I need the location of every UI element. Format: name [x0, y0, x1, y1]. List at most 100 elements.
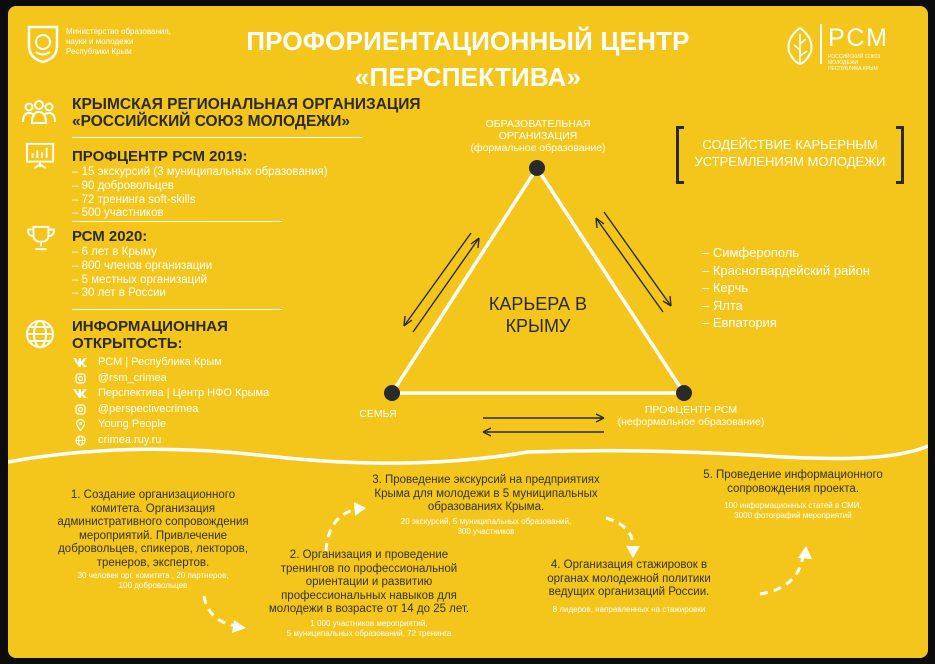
city-item: – Ялта — [702, 297, 743, 313]
step-text: органах молодежной политики — [547, 572, 711, 585]
step-text: образованиях Крыма. — [427, 501, 545, 513]
triangle-outline — [390, 166, 686, 395]
career-box-line: УСТРЕМЛЕНИЯМ МОЛОДЕЖИ — [694, 154, 886, 169]
page-title-line2: «ПЕРСПЕКТИВА» — [354, 62, 582, 92]
social-link-text: РСМ | Республика Крым — [98, 356, 222, 368]
list-item: – 6 лет в Крыму — [72, 246, 157, 258]
location-pin-icon — [72, 418, 88, 431]
list-item: – 30 лет в России — [72, 287, 166, 300]
social-link-text: @rsm_crimea — [98, 371, 167, 384]
right-node-label: ПРОФЦЕНТР РСМ — [644, 404, 738, 416]
list-item: – 72 тренинга soft-skills — [72, 193, 196, 206]
city-item: – Керчь — [702, 280, 749, 295]
step-text: ведущих организаций России. — [548, 586, 710, 598]
rsm-logo: РСМ РОССИЙСКИЙ СОЮЗ МОЛОДЕЖИ РЕСПУБЛИКА … — [784, 24, 914, 72]
info-title-line2: ОТКРЫТОСТЬ: — [72, 335, 183, 352]
process-step-3: 3. Проведение экскурсий на предприятиях … — [356, 474, 616, 537]
process-step-4: 4. Организация стажировок в органах моло… — [524, 559, 734, 615]
step-note: 3000 фотографий мероприятий — [734, 511, 852, 520]
city-item: – Симферополь — [702, 245, 800, 260]
social-link[interactable]: Перспектива | Центр НФО Крыма — [72, 386, 312, 402]
list-item: – 90 добровольцев — [72, 179, 174, 192]
wave-divider — [8, 444, 928, 465]
step-text: 4. Организация стажировок в — [550, 559, 708, 571]
step-text: 3. Проведение экскурсий на предприятиях — [372, 474, 600, 486]
step-text: ориентации и развитию — [305, 576, 433, 588]
city-item: – Евпатория — [702, 315, 777, 330]
step-text: тренеров, экспертов. — [96, 556, 210, 569]
social-link[interactable]: @perspectivecrimea — [72, 402, 312, 418]
vk-icon — [72, 389, 88, 399]
step-note: 5 муниципальных образований, 72 тренинга — [286, 628, 452, 638]
process-step-2: 2. Организация и проведение тренингов по… — [254, 549, 484, 639]
step-note: 30 человек орг. комитета , 20 партнеров, — [77, 571, 229, 580]
social-link-text: crimea.ruy.ru — [98, 433, 162, 446]
vk-icon — [72, 358, 88, 368]
step-note: 1 000 участников мероприятий, — [310, 618, 428, 628]
social-link-text: Перспектива | Центр НФО Крыма — [98, 387, 270, 399]
triangle-node-right — [676, 385, 692, 401]
birch-leaf-icon — [787, 26, 813, 66]
divider — [72, 221, 282, 222]
rsm-logo-sub: РЕСПУБЛИКА КРЫМ — [828, 66, 878, 72]
center-title: КАРЬЕРА В — [488, 294, 588, 314]
profcenter2019-title: ПРОФЦЕНТР РСМ 2019: — [72, 148, 248, 165]
ministry-line: Республики Крым — [66, 47, 132, 56]
list-item: – 15 экскурсий (3 муниципальных образова… — [72, 166, 328, 178]
step-text: добровольцев, спикеров, лекторов, — [58, 543, 248, 555]
step-text: сопровождения проекта. — [727, 482, 859, 495]
ministry-line: Министерство образования, — [66, 27, 171, 36]
social-links: РСМ | Республика Крым @rsm_crimea Перспе… — [72, 355, 312, 448]
rsm-logo-text: РСМ — [828, 24, 889, 52]
triangle-node-top — [529, 160, 545, 176]
ministry-line: науки и молодежи — [66, 37, 134, 46]
social-link[interactable]: РСМ | Республика Крым — [72, 355, 312, 371]
list-item: – 800 членов организации — [72, 259, 213, 272]
center-title: КРЫМУ — [505, 316, 571, 336]
list-item: – 5 местных организаций — [72, 273, 208, 286]
rsm2020-title: РСМ 2020: — [72, 228, 148, 245]
org-title-line1: КРЫМСКАЯ РЕГИОНАЛЬНАЯ ОРГАНИЗАЦИЯ — [72, 96, 421, 113]
step-text: профессиональных навыков для — [281, 589, 457, 602]
step-text: комитета. Организация — [90, 502, 216, 515]
page-title-line1: ПРОФОРИЕНТАЦИОННЫЙ ЦЕНТР — [246, 26, 690, 56]
rsm-logo-sub: РОССИЙСКИЙ СОЮЗ МОЛОДЕЖИ — [828, 54, 881, 66]
globe-icon — [72, 435, 88, 446]
triangle-node-left — [384, 385, 400, 401]
top-node-label: ОБРАЗОВАТЕЛЬНАЯ — [485, 118, 591, 130]
step-text: 2. Организация и проведение — [289, 549, 449, 561]
process-step-5: 5. Проведение информационного сопровожде… — [688, 469, 898, 521]
social-link[interactable]: Young People — [72, 417, 312, 433]
social-link[interactable]: @rsm_crimea — [72, 371, 312, 387]
step-text: 1. Создание организационного — [70, 489, 236, 501]
top-node-label: (формальное образование) — [470, 142, 606, 154]
poster: Министерство образования, науки и молоде… — [8, 6, 928, 658]
instagram-icon — [72, 373, 88, 384]
social-link-text: Young People — [98, 418, 167, 430]
step-text: тренингов по профессиональной — [280, 562, 458, 575]
process-step-1: 1. Создание организационного комитета. О… — [38, 489, 268, 591]
list-item: – 500 участников — [72, 207, 164, 220]
ministry-logo: Министерство образования, науки и молоде… — [26, 24, 186, 68]
step-note: 100 добровольцев — [118, 581, 188, 590]
trophy-icon — [26, 225, 56, 251]
social-link-text: @perspectivecrimea — [98, 402, 199, 415]
city-item: – Красногвардейский район — [702, 262, 870, 278]
step-text: Крыма для молодежи в 5 муниципальных — [374, 487, 598, 500]
social-link[interactable]: crimea.ruy.ru — [72, 433, 312, 449]
step-text: мероприятий. Привлечение — [78, 529, 228, 542]
org-title-line2: «РОССИЙСКИЙ СОЮЗ МОЛОДЕЖИ» — [72, 113, 351, 130]
presentation-chart-icon — [26, 142, 55, 169]
right-node-label: (неформальное образование) — [617, 416, 765, 428]
top-node-label: ОРГАНИЗАЦИЯ — [498, 130, 578, 142]
process-arrows — [202, 502, 812, 633]
step-note: 20 экскурсий, 5 муниципальных образовани… — [400, 516, 572, 526]
exchange-arrows — [403, 211, 672, 437]
step-note: 100 информационных статей в СМИ, — [724, 501, 862, 510]
divider — [72, 137, 362, 138]
instagram-icon — [72, 404, 88, 415]
left-node-label: СЕМЬЯ — [359, 408, 397, 420]
career-triangle-diagram — [384, 160, 692, 437]
step-text: молодежи в возрасте от 14 до 25 лет. — [268, 603, 470, 615]
career-box: СОДЕЙСТВИЕ КАРЬЕРНЫМ УСТРЕМЛЕНИЯМ МОЛОДЕ… — [676, 126, 904, 184]
